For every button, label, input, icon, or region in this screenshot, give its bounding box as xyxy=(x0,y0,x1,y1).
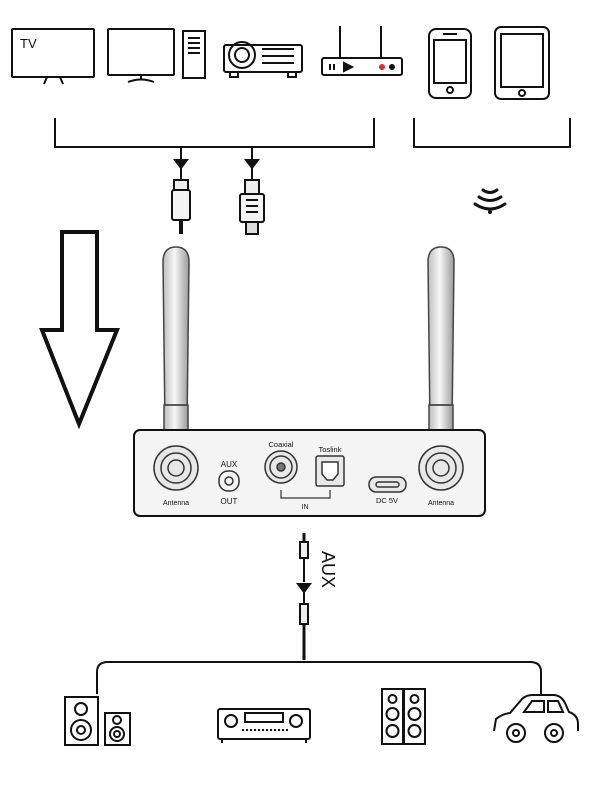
car-icon xyxy=(493,694,579,743)
tablet-icon xyxy=(494,26,550,100)
optical-toslink-plug xyxy=(239,147,265,235)
right-antenna xyxy=(427,246,455,451)
toslink-label: Toslink xyxy=(319,445,342,454)
monitor-icon xyxy=(107,28,175,83)
usb-c-power-port xyxy=(368,476,407,493)
input-label: IN xyxy=(302,504,309,511)
antenna-right-label: Antenna xyxy=(428,500,454,507)
av-receiver-icon xyxy=(217,708,311,743)
wireless-signal-icon xyxy=(473,188,507,214)
coaxial-label: Coaxial xyxy=(268,440,293,449)
tv-icon: TV xyxy=(11,28,95,85)
adapter-box: Antenna Antenna AUX OUT Coaxial Toslink … xyxy=(133,429,486,517)
aux-out-jack xyxy=(218,470,240,492)
coaxial-rca-plug xyxy=(171,147,191,234)
projector-icon xyxy=(223,41,303,78)
down-arrow xyxy=(39,230,120,430)
bookshelf-speakers-icon xyxy=(64,696,131,746)
dc-label: DC 5V xyxy=(376,496,398,505)
aux-out-label-top: AUX xyxy=(221,460,238,469)
right-antenna-connector xyxy=(418,445,464,491)
toslink-port xyxy=(315,455,345,487)
pc-tower-icon xyxy=(182,30,206,79)
left-antenna-connector xyxy=(153,445,199,491)
antenna-left-label: Antenna xyxy=(163,500,189,507)
wired-sources-bracket xyxy=(54,118,375,148)
aux-cable-label: AUX xyxy=(318,551,338,588)
left-antenna xyxy=(162,246,190,451)
tv-label: TV xyxy=(20,36,37,51)
aux-cable xyxy=(296,533,312,660)
router-icon xyxy=(321,26,403,76)
coaxial-jack xyxy=(264,450,298,484)
input-bracket xyxy=(280,490,331,499)
output-devices-bracket xyxy=(96,661,542,694)
wireless-sources-bracket xyxy=(413,118,571,148)
smartphone-icon xyxy=(428,28,472,99)
tower-speakers-icon xyxy=(381,688,426,745)
aux-out-label-bottom: OUT xyxy=(221,497,238,506)
